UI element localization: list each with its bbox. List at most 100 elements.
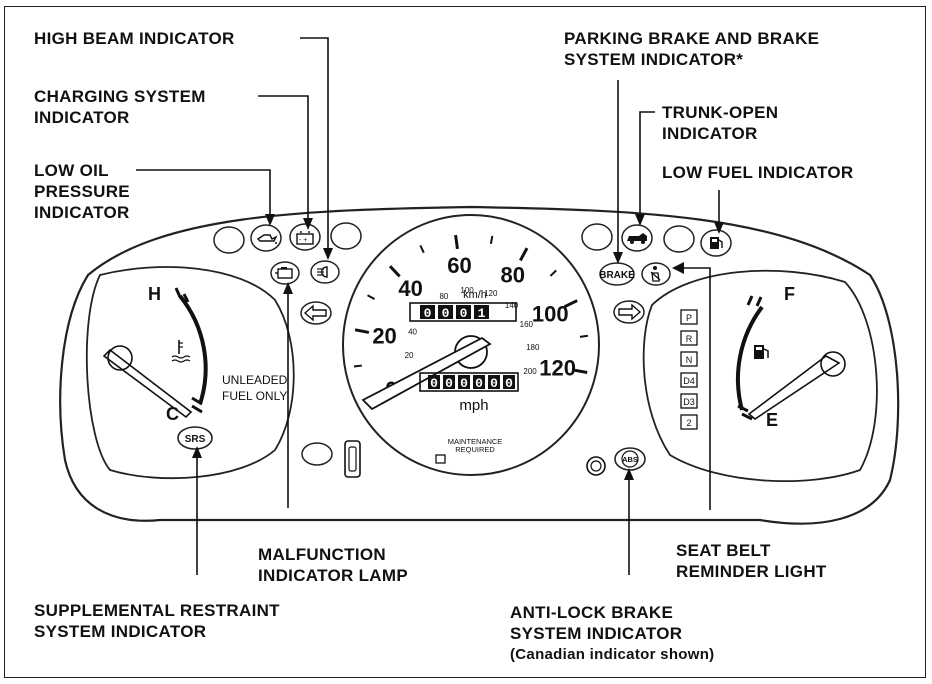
mph-label: 40 xyxy=(398,276,422,301)
odometer-digit: 0 xyxy=(430,376,438,391)
odometer-digit-cell xyxy=(420,305,435,319)
odometer-digit: 0 xyxy=(445,376,453,391)
kmh-label: 20 xyxy=(405,351,414,360)
svg-text:- +: - + xyxy=(299,237,307,244)
engine-icon xyxy=(275,267,293,279)
malfunction-light xyxy=(270,261,300,285)
mph-label: 80 xyxy=(501,263,525,288)
unleaded-notice-line-1: UNLEADED xyxy=(222,373,288,387)
abs-label-line-3: (Canadian indicator shown) xyxy=(510,646,715,663)
abs-light xyxy=(614,447,646,471)
srs-label: SUPPLEMENTAL RESTRAINT SYSTEM INDICATOR xyxy=(34,600,280,642)
mph-tick xyxy=(549,269,557,277)
mph-tick xyxy=(454,234,459,250)
odometer-digit: 0 xyxy=(505,376,513,391)
low-oil-label-line-1: LOW OIL xyxy=(34,161,109,180)
kmh-label: 120 xyxy=(484,289,498,298)
trunk-open-label-line-2: INDICATOR xyxy=(662,124,758,143)
trunk-open-label: TRUNK-OPEN INDICATOR xyxy=(662,102,778,144)
odometer-digit-cell xyxy=(443,375,455,389)
abs-icon: ABS xyxy=(622,455,638,464)
kmh-label: 200 xyxy=(523,367,537,376)
mph-label: 120 xyxy=(539,355,576,380)
parking-brake-label-line-2: SYSTEM INDICATOR* xyxy=(564,50,744,69)
parking-brake-label: PARKING BRAKE AND BRAKE SYSTEM INDICATOR… xyxy=(564,28,819,70)
odometer-digit: 0 xyxy=(460,306,468,321)
mph-label: 60 xyxy=(447,253,471,278)
high-beam-icon xyxy=(317,266,328,278)
charging-label-line-1: CHARGING SYSTEM xyxy=(34,87,206,106)
odometer-digit-cell xyxy=(458,375,470,389)
warning-light-blank-4 xyxy=(663,225,695,253)
temp-hot-label: H xyxy=(148,284,161,304)
speedometer: 020406080100120 204060801001201401601802… xyxy=(342,214,600,476)
high-beam-label-text: HIGH BEAM INDICATOR xyxy=(34,29,235,48)
mph-unit-label: mph xyxy=(459,397,488,414)
mph-tick xyxy=(419,244,425,254)
gear-indicator-box xyxy=(680,393,698,409)
gear-indicator-label: P xyxy=(686,313,692,323)
gear-indicator-box xyxy=(680,309,698,325)
srs-light xyxy=(177,426,213,450)
unleaded-notice-line-2: FUEL ONLY xyxy=(222,389,287,403)
car-trunk-icon xyxy=(627,233,647,244)
cluster-outline xyxy=(59,205,900,525)
odometer-digit-cell xyxy=(474,305,489,319)
right-turn-light xyxy=(613,300,645,324)
warning-light-blank-2 xyxy=(330,222,362,250)
low-fuel-label: LOW FUEL INDICATOR xyxy=(662,162,853,183)
fuel-pump-icon xyxy=(710,237,723,249)
mph-tick xyxy=(579,334,589,338)
dimmer-knob xyxy=(586,456,606,476)
kmh-label: 80 xyxy=(439,292,448,301)
high-beam-label: HIGH BEAM INDICATOR xyxy=(34,28,235,49)
charging-system-label: CHARGING SYSTEM INDICATOR xyxy=(34,86,206,128)
mph-tick xyxy=(354,328,370,334)
high-beam-light xyxy=(310,260,340,284)
right-arrow-icon xyxy=(618,303,642,321)
kmh-label: 180 xyxy=(526,343,540,352)
kmh-label: 160 xyxy=(520,320,534,329)
mph-tick xyxy=(573,368,588,374)
mph-label: 100 xyxy=(532,302,569,327)
srs-icon: SRS xyxy=(185,434,206,445)
odometer-digit: 0 xyxy=(460,376,468,391)
trip-reset-knob xyxy=(344,440,361,478)
malfunction-label-line-2: INDICATOR LAMP xyxy=(258,566,408,585)
kmh-unit-label: km/h xyxy=(463,289,487,301)
mph-tick xyxy=(519,247,529,262)
malfunction-label-line-1: MALFUNCTION xyxy=(258,545,386,564)
diagram-frame xyxy=(4,6,926,678)
kmh-label: 100 xyxy=(460,286,474,295)
gear-indicator-box xyxy=(680,372,698,388)
abs-label-line-2: SYSTEM INDICATOR xyxy=(510,624,683,643)
gear-indicator-box xyxy=(680,330,698,346)
seat-belt-label-line-1: SEAT BELT xyxy=(676,541,771,560)
trunk-open-label-line-1: TRUNK-OPEN xyxy=(662,103,779,122)
parking-brake-label-line-1: PARKING BRAKE AND BRAKE xyxy=(564,29,820,48)
fuel-full-label: F xyxy=(784,284,795,304)
mph-tick xyxy=(353,364,362,368)
battery-icon: - + xyxy=(296,231,314,245)
srs-label-line-2: SYSTEM INDICATOR xyxy=(34,622,207,641)
gear-indicator-box xyxy=(680,351,698,367)
maintenance-required-light xyxy=(435,454,446,464)
odometer-digit-cell xyxy=(488,375,500,389)
left-turn-light xyxy=(300,301,332,325)
warning-light-blank-5 xyxy=(301,442,333,466)
brake-light xyxy=(599,262,635,286)
mph-tick xyxy=(489,235,494,244)
odometer-digit: 0 xyxy=(442,306,450,321)
odometer-digit-cell xyxy=(428,375,440,389)
odometer-digit-cell xyxy=(438,305,453,319)
low-oil-pressure-label: LOW OIL PRESSURE INDICATOR xyxy=(34,160,130,223)
odometer-digit: 0 xyxy=(475,376,483,391)
seat-belt-label: SEAT BELT REMINDER LIGHT xyxy=(676,540,827,582)
left-arrow-icon xyxy=(303,304,327,322)
odometer-digit: 0 xyxy=(424,306,432,321)
leader-lines xyxy=(136,37,720,575)
odometer-digit: 0 xyxy=(490,376,498,391)
warning-light-blank-3 xyxy=(581,223,613,251)
